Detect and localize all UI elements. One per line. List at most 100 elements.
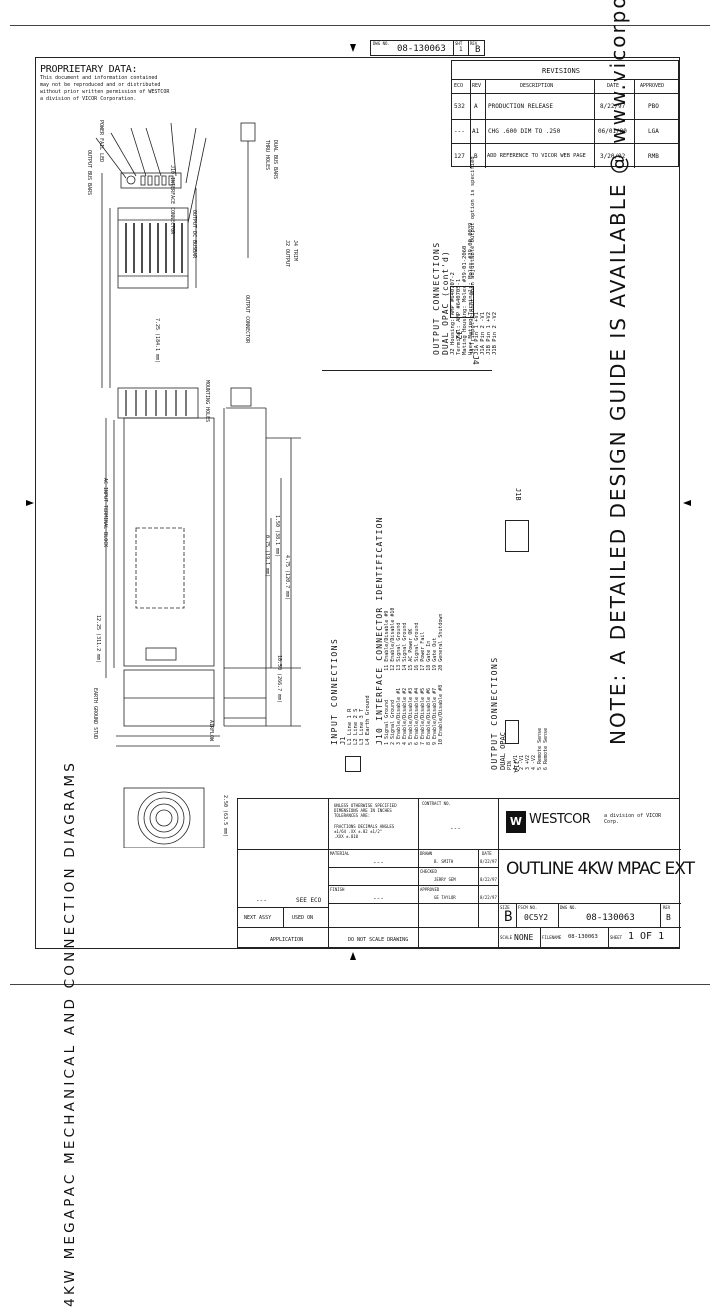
filename-value: 08-130063 xyxy=(568,934,598,940)
output-conn-dual: DUAL OPAC xyxy=(499,732,507,770)
tolerance-line: DIMENSIONS ARE IN INCHES xyxy=(334,808,392,813)
top-rule xyxy=(10,25,710,26)
next-assy-label: NEXT ASSY xyxy=(244,915,272,921)
tolerance-line: ±1/64 .XX ±.02 ±1/2° xyxy=(334,829,383,834)
proprietary-line: This document and information contained xyxy=(40,75,158,81)
rev-row-approved: LGA xyxy=(648,128,659,135)
input-conn-title: INPUT CONNECTIONS xyxy=(330,637,339,745)
input-line: L4 Earth Ground xyxy=(365,695,371,745)
scale-label: SCALE xyxy=(500,935,513,940)
j1-connector-icon xyxy=(345,756,361,772)
rev-header-rev: REV xyxy=(472,83,482,89)
contract-value: --- xyxy=(450,825,461,832)
rev-row-eco: --- xyxy=(454,128,465,135)
output-connections-block: OUTPUT CONNECTIONS DUAL OPAC PIN 1 +V1 2… xyxy=(490,656,549,770)
tolerance-line: TOLERANCES ARE: xyxy=(334,813,371,818)
company-logo: W xyxy=(506,811,526,833)
proprietary-line: without prior written permission of WEST… xyxy=(40,89,170,95)
filename-label: FILENAME xyxy=(542,935,562,940)
contract-label: CONTRACT NO. xyxy=(422,801,451,806)
top-sht-no: 1 xyxy=(459,46,463,53)
material-label: MATERIAL xyxy=(330,851,350,856)
label-dual-bus-bars: DUAL BUS BARS xyxy=(272,140,278,180)
checked-value: JERRY SEM xyxy=(434,877,456,882)
output-line: 6 Remote Sense xyxy=(543,727,549,770)
rev-row-eco: 532 xyxy=(454,103,465,110)
j4-label: J4 xyxy=(471,355,480,365)
next-assy-value: --- xyxy=(256,897,267,904)
j1a-label: J1A xyxy=(512,760,520,773)
rev-row-approved: PBO xyxy=(648,103,659,110)
dim-12-25: 12.25 (311.2 mm) xyxy=(95,615,101,664)
j2-connector-icon xyxy=(450,286,474,318)
input-j1: J1 xyxy=(339,736,347,745)
drawn-label: DRAWN xyxy=(420,851,433,856)
drawn-value: B. SMITH xyxy=(434,859,454,864)
tolerance-line: .XXX ±.010 xyxy=(334,834,359,839)
fscm-label: FSCM NO. xyxy=(518,905,538,910)
output-cont-title: OUTPUT CONNECTIONS xyxy=(432,241,441,355)
rev-row-eco: 127 xyxy=(454,153,465,160)
approved-value: GE TAYLOR xyxy=(434,895,456,900)
rev-label: REV xyxy=(663,905,671,910)
drawn-date: 8/22/97 xyxy=(480,859,497,864)
output-cont-line: J1B Pin 2 -V2 xyxy=(492,311,498,355)
label-thru-holes: THRU HOLES xyxy=(264,140,270,171)
label-ac-input: AC INPUT TERMINAL BLOCK xyxy=(102,478,108,548)
arrow-top-icon xyxy=(350,44,356,52)
dim-2-50: 2.50 (63.5 mm) xyxy=(222,795,228,838)
finish-value: --- xyxy=(373,895,384,902)
rev-row-date: 3/20/02 xyxy=(600,153,626,160)
interface-line: 10 Enable/Disable #8 xyxy=(438,684,444,745)
tolerance-notes: UNLESS OTHERWISE SPECIFIED DIMENSIONS AR… xyxy=(334,803,397,839)
used-on-label: USED ON xyxy=(292,915,314,921)
do-not-scale: DO NOT SCALE DRAWING xyxy=(348,937,409,943)
top-sht-label: SHT xyxy=(455,41,463,46)
j4-note: J4 Trimpot Pinout when adjustable Output… xyxy=(470,156,476,355)
j1a-connector-icon xyxy=(505,720,519,744)
revisions-title: REVISIONS xyxy=(542,67,580,75)
interface-title: J10 INTERFACE CONNECTOR IDENTIFICATION xyxy=(375,516,384,745)
application-label: APPLICATION xyxy=(270,937,304,943)
proprietary-title: PROPRIETARY DATA: xyxy=(40,64,138,75)
revisions-table: REVISIONS ECO REV DESCRIPTION DATE APPRO… xyxy=(451,60,679,168)
rev-row-rev: B xyxy=(474,153,478,160)
j1b-label: J1B xyxy=(514,488,522,501)
sheet-value: 1 OF 1 xyxy=(628,931,665,942)
label-j2-output: J2 OUTPUT xyxy=(284,240,290,268)
top-rev: B xyxy=(475,45,481,55)
label-earth-ground: EARTH GROUND STUD xyxy=(92,688,98,740)
arrow-bottom-icon xyxy=(350,952,356,960)
label-j4-trim: J4 TRIM xyxy=(292,240,298,262)
output-conn-title: OUTPUT CONNECTIONS xyxy=(490,656,499,770)
dim-7-25: 7.25 (184.1 mm) xyxy=(154,318,160,364)
rev-row-rev: A1 xyxy=(472,128,480,135)
drawing-border xyxy=(35,57,680,949)
tolerance-line: FRACTIONS DECIMALS ANGLES xyxy=(334,824,395,829)
checked-date: 8/22/97 xyxy=(480,877,497,882)
approved-label: APPROVED xyxy=(420,887,440,892)
top-rev-label: REV xyxy=(470,41,478,46)
rev-header-approved: APPROVED xyxy=(640,83,665,89)
proprietary-line: may not be reproduced and or distributed xyxy=(40,82,161,88)
interface-block: J10 INTERFACE CONNECTOR IDENTIFICATION 1… xyxy=(375,516,444,745)
used-on-value: SEE ECO xyxy=(296,897,322,904)
rev-row-approved: RMB xyxy=(648,153,659,160)
rev-row-date: 06/01/00 xyxy=(598,128,627,135)
checked-label: CHECKED xyxy=(420,869,437,874)
design-guide-note: NOTE: A DETAILED DESIGN GUIDE IS AVAILAB… xyxy=(606,0,630,745)
label-j10-interface: J10 INTERFACE CONNECTOR xyxy=(169,165,175,235)
section-rule xyxy=(322,370,492,371)
title-block: UNLESS OTHERWISE SPECIFIED DIMENSIONS AR… xyxy=(237,798,695,948)
rev-header-eco: ECO xyxy=(454,83,464,89)
rev-header-desc: DESCRIPTION xyxy=(520,83,554,89)
rev-row-desc: CHG .600 DIM TO .250 xyxy=(488,128,561,135)
rev-row-rev: A xyxy=(474,103,478,110)
label-mounting-holes: MOUNTING HOLES xyxy=(204,380,210,423)
size-value: B xyxy=(504,909,513,925)
label-power-fail-led: POWER FAIL LED xyxy=(98,120,104,163)
material-value: --- xyxy=(373,859,384,866)
j2-label: J2 xyxy=(454,330,463,340)
label-output-connector: OUTPUT CONNECTOR xyxy=(244,295,250,344)
dim-0-75: 0.75 (19.1 mm) xyxy=(264,535,270,578)
